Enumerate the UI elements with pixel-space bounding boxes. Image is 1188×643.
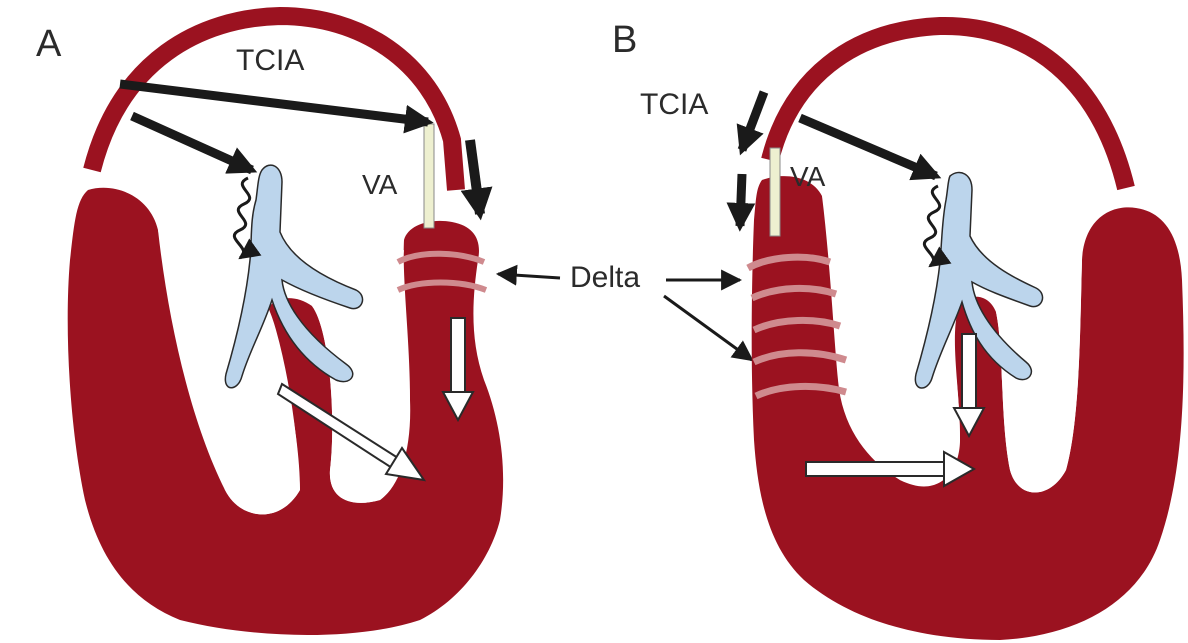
panel-a-va-needle [424,124,434,228]
panel-b-squiggle-arrow [924,186,939,266]
panel-b-tcia-arrow-2 [740,174,742,226]
delta-arrow-to-a [498,274,560,278]
panel-b-tcia-label: TCIA [640,88,708,121]
panel-a-squiggle-arrow [234,178,249,258]
delta-label: Delta [570,261,640,294]
panel-a-tcia-arrow-long [120,84,428,122]
panel-b-letter: B [612,19,637,61]
panel-a-tcia-label: TCIA [236,44,304,77]
panel-a: A TCIA VA [36,16,503,635]
delta-callout: Delta [498,261,752,360]
panel-b-va-label: VA [790,161,826,192]
panel-a-tcia-arrow-short [132,116,252,170]
panel-b-va-needle [770,148,780,236]
panel-a-va-label: VA [362,169,398,200]
panel-a-letter: A [36,23,62,65]
delta-arrow-to-b-lower [664,296,752,360]
panel-b: B TCIA VA [612,19,1184,640]
panel-b-tcia-arrow-1 [742,92,764,150]
panel-a-down-arrow [470,140,480,214]
